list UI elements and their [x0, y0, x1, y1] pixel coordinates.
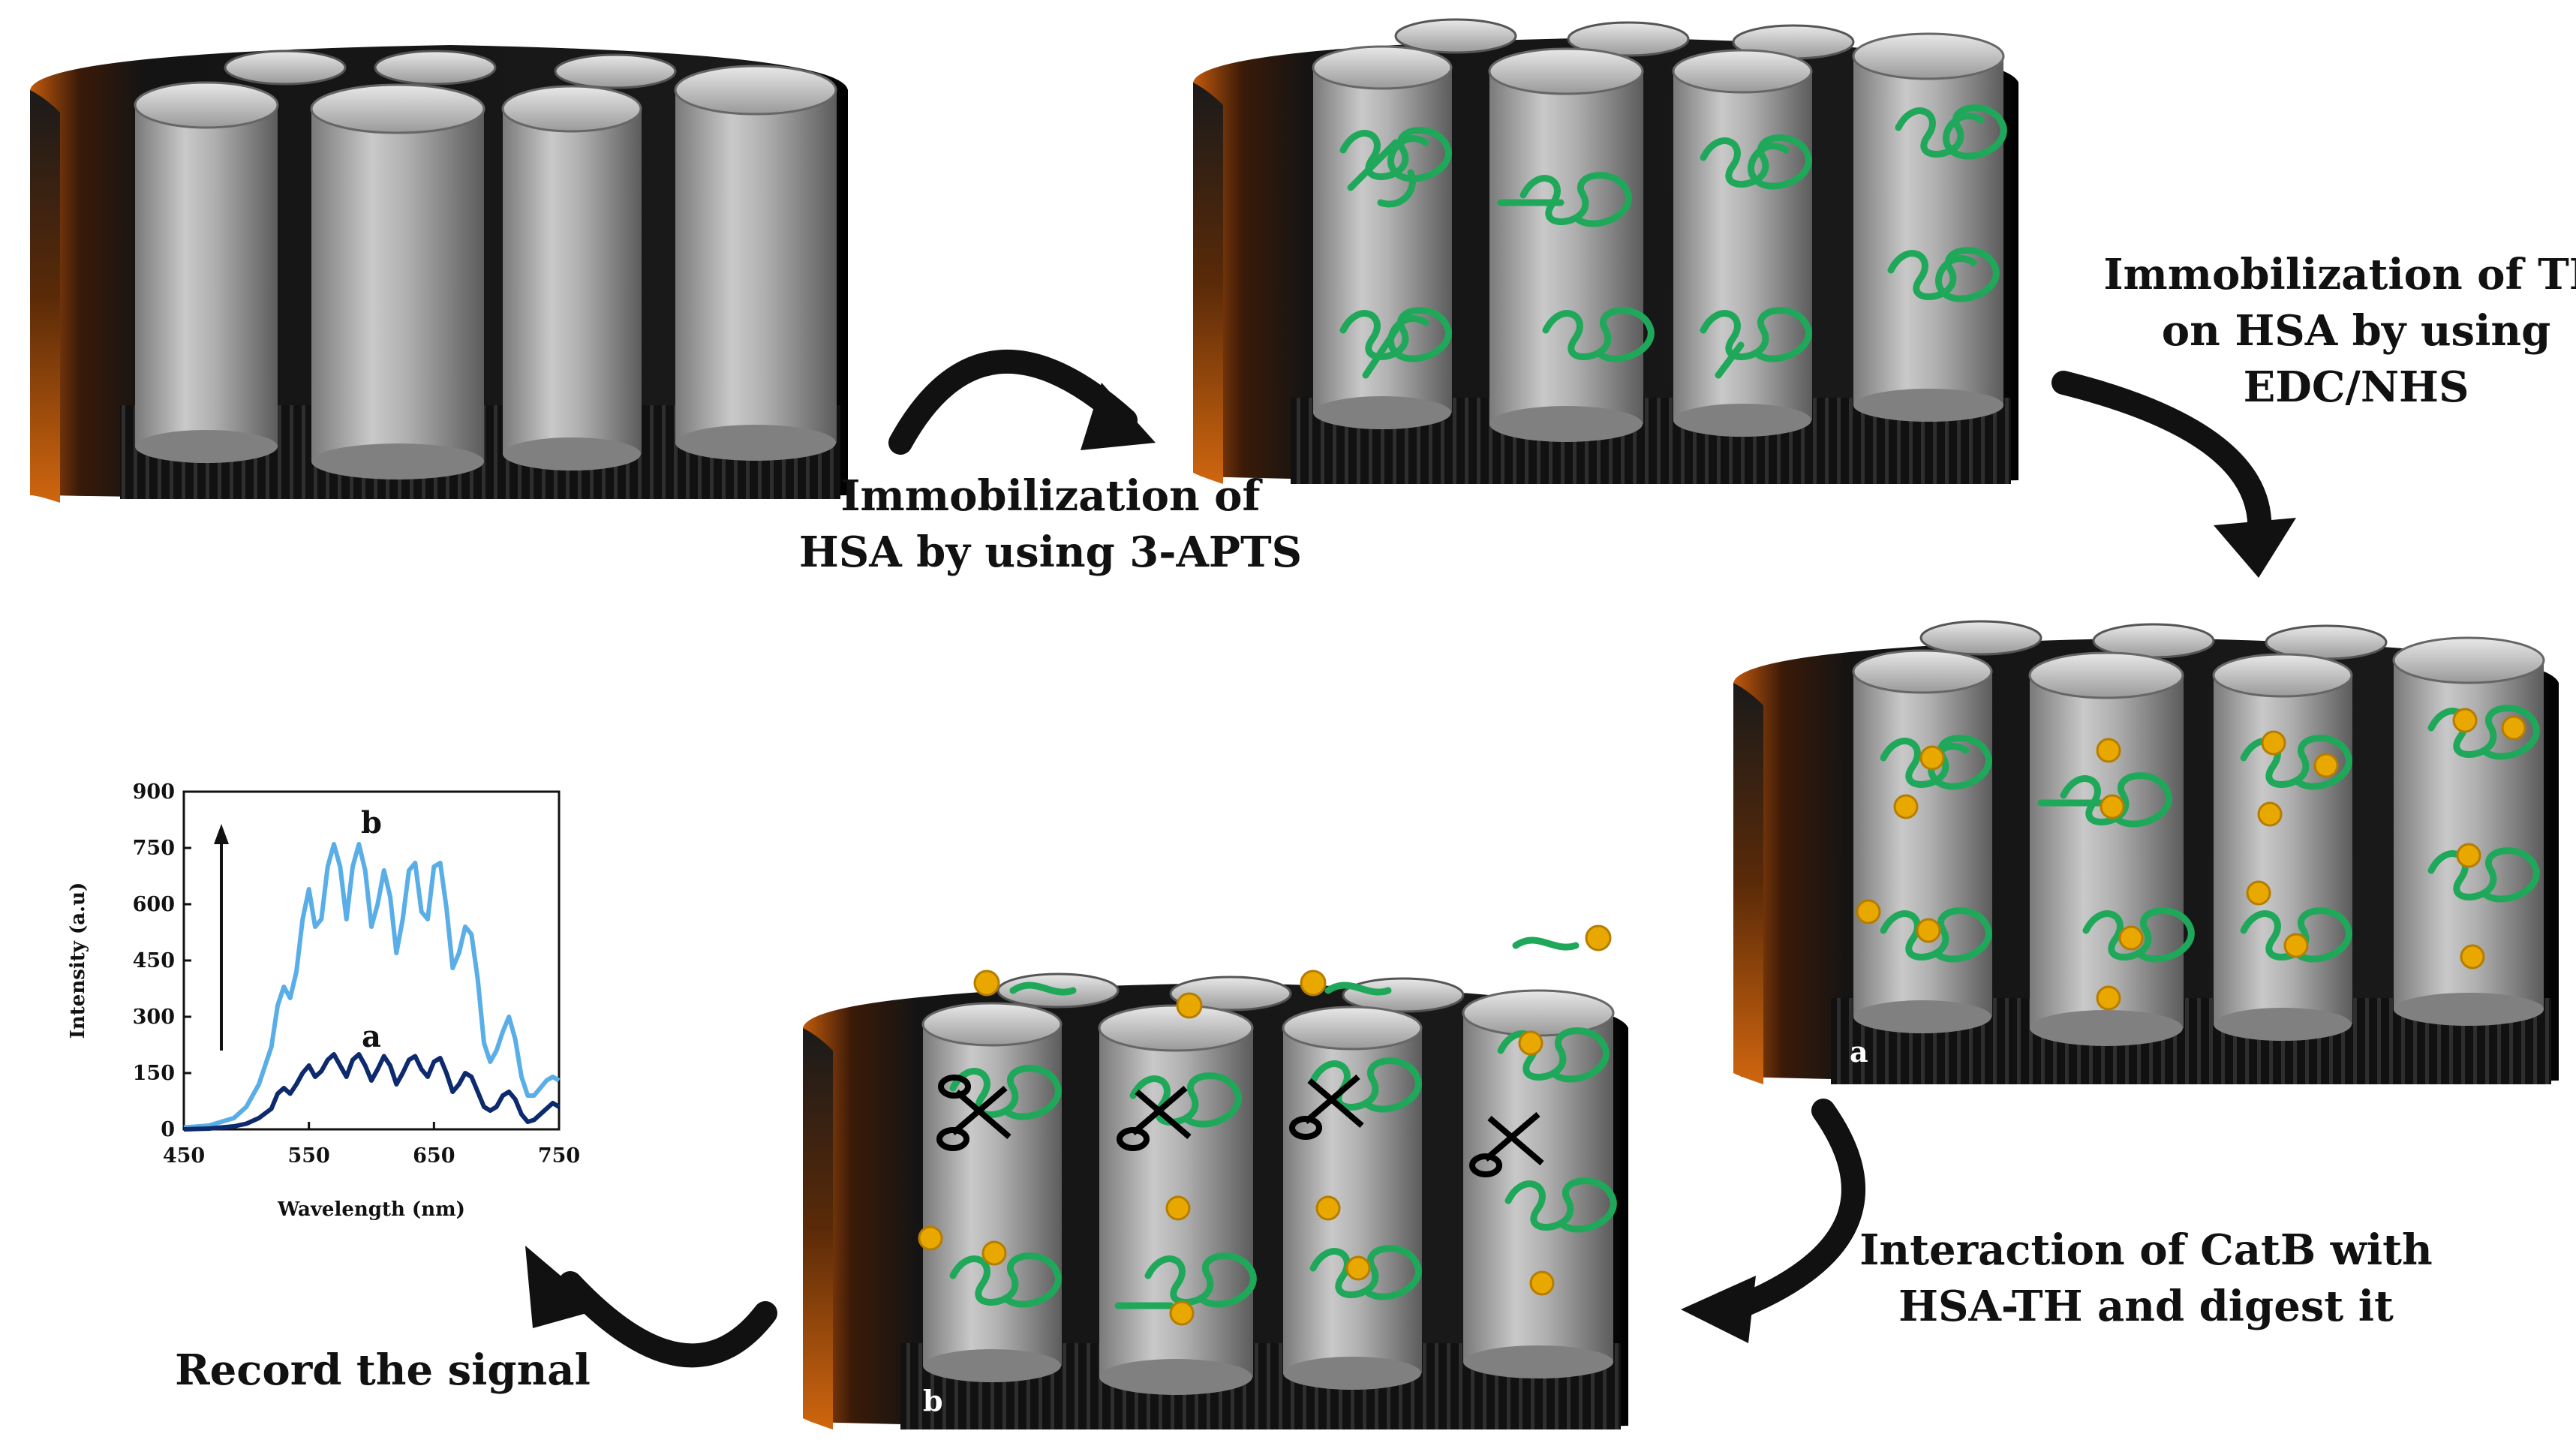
well [134, 81, 279, 463]
well [921, 1002, 1063, 1382]
step2-caption-line3: EDC/NHS [2244, 362, 2469, 412]
step4-caption: Record the signal [175, 1345, 591, 1395]
well [2028, 651, 2184, 1046]
x-axis-label: Wavelength (nm) [277, 1198, 465, 1221]
electrode-hsa [1193, 18, 2018, 484]
well [2212, 653, 2353, 1041]
scissors-group [936, 1074, 1544, 1177]
well [1852, 32, 2005, 422]
step3-caption-line2: HSA-TH and digest it [1898, 1282, 2394, 1331]
arrow-step3 [1681, 1099, 1865, 1343]
y-tick-label: 0 [161, 1118, 175, 1141]
marker-group [1856, 708, 2526, 1011]
step2-caption-line1: Immobilization of TH [2103, 250, 2576, 299]
y-tick-label: 450 [133, 949, 175, 973]
x-tick-label: 550 [287, 1144, 329, 1168]
electrode-digested: b [803, 924, 1628, 1429]
x-tick-label: 650 [413, 1144, 455, 1168]
marker-group [918, 924, 1612, 1326]
well [1852, 649, 1993, 1033]
well [1282, 1006, 1423, 1390]
electrode-label-b: b [923, 1384, 943, 1417]
electrode-bare [30, 45, 848, 503]
electrode-label-a: a [1850, 1035, 1868, 1069]
well [310, 83, 485, 479]
y-tick-label: 300 [133, 1006, 175, 1029]
electrode-hsa-th: a [1733, 620, 2559, 1084]
y-tick-label: 750 [133, 837, 175, 860]
y-tick-label: 900 [133, 780, 175, 804]
step1-caption-line1: Immobilization of [840, 471, 1263, 521]
y-tick-label: 600 [133, 893, 175, 916]
well [501, 85, 642, 470]
series-line-a [183, 1052, 561, 1132]
arrow-step4 [525, 1246, 777, 1368]
well [674, 65, 837, 461]
step2-caption-line2: on HSA by using [2162, 306, 2550, 356]
well [1488, 47, 1644, 442]
spectrum-chart: 0 150 300 450 600 750 900 450 550 650 750 b a Wav… [67, 780, 580, 1221]
y-axis-label: Intensity (a.u) [67, 882, 89, 1039]
arrow-step2 [2051, 371, 2296, 578]
series-label-a: a [362, 1019, 381, 1054]
x-tick-label: 750 [538, 1144, 580, 1168]
y-tick-label: 150 [133, 1062, 175, 1085]
well [1672, 49, 1813, 437]
x-tick-label: 450 [163, 1144, 205, 1168]
increase-arrow [214, 824, 229, 1051]
well [1312, 45, 1453, 429]
series-line-b [183, 842, 561, 1130]
series-label-b: b [361, 805, 382, 840]
step1-caption-line2: HSA by using 3-APTS [799, 528, 1302, 577]
step3-caption-line1: Interaction of CatB with [1859, 1225, 2433, 1275]
arrow-step1 [888, 349, 1156, 455]
